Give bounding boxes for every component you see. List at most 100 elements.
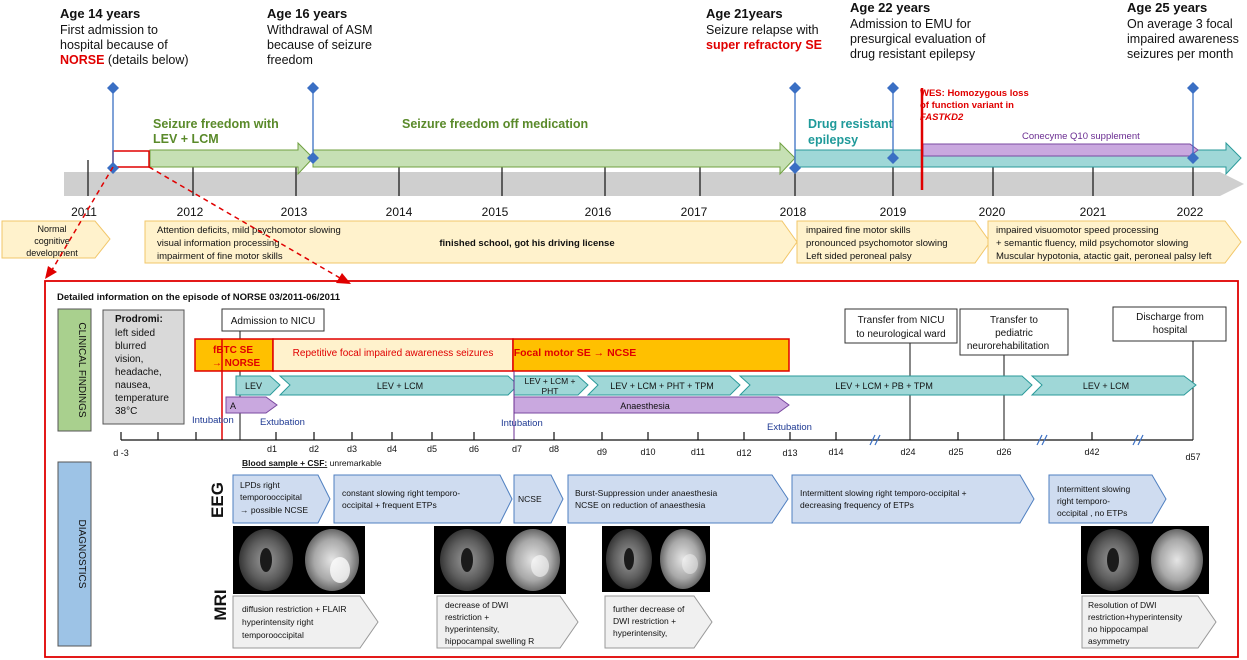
year-label: 2013 [281, 205, 308, 219]
discharge-label: hospital [1153, 325, 1187, 336]
mri-label: MRI [211, 589, 230, 620]
mri-box [232, 595, 379, 649]
seizure-freedom-lev-arrow [149, 141, 314, 176]
day-label: d57 [1185, 452, 1200, 462]
mri-text: restriction + [445, 612, 489, 622]
dev-text: Left sided peroneal palsy [806, 251, 912, 262]
eeg-label: EEG [208, 482, 227, 518]
year-labels: 2011 2012 2013 2014 2015 2016 2017 2018 … [71, 205, 1204, 219]
wes-note: WES: Homozygous loss of function variant… [920, 88, 1029, 123]
prodromi-title: Prodromi: [115, 314, 163, 325]
milestone-line-tail: (details below) [104, 53, 188, 67]
wes-line-text: of function variant in [920, 100, 1014, 111]
eeg-text: LPDs right [240, 480, 280, 490]
prodromi-line: temperature [115, 393, 169, 404]
mri-box [436, 595, 579, 649]
transfer-nicu-label: Transfer from NICU [858, 315, 945, 326]
med-label: PHT [542, 386, 559, 396]
milestone-age: Age 25 years [1127, 0, 1207, 15]
mri-set-4 [1081, 526, 1209, 594]
intubation-label: Intubation [501, 418, 543, 429]
eeg-box [513, 474, 564, 524]
milestone-line: seizures per month [1127, 47, 1233, 61]
eeg-text: right temporo- [1057, 496, 1110, 506]
milestone-line: freedom [267, 53, 313, 67]
diamond-icon [789, 82, 801, 94]
diagnostics-side-label: DIAGNOSTICS [76, 520, 87, 589]
ventricle-icon [1107, 548, 1119, 572]
med-arrow [278, 375, 519, 396]
seizure-freedom-off-arrow [312, 141, 796, 176]
norse-episode-box [112, 150, 150, 168]
milestone-line: NORSE (details below) [60, 53, 189, 67]
milestone-age-22: Age 22 years Admission to EMU for presur… [850, 0, 986, 61]
fbtc-label: → NORSE [212, 358, 261, 369]
eeg-box [791, 474, 1035, 524]
fbtc-label: fBTC SE [213, 345, 253, 356]
day-label: d8 [549, 444, 559, 454]
milestone-line: Withdrawal of ASM [267, 23, 373, 37]
day-label: d10 [640, 447, 655, 457]
milestone-age-16: Age 16 years Withdrawal of ASM because o… [267, 6, 373, 67]
mri-text: hippocampal swelling R [445, 636, 534, 646]
super-refractory-highlight: super refractory SE [706, 38, 822, 52]
year-label: 2016 [585, 205, 612, 219]
milestone-line: On average 3 focal [1127, 17, 1233, 31]
day-label: d1 [267, 444, 277, 454]
year-label: 2014 [386, 205, 413, 219]
eeg-text: occipital , no ETPs [1057, 508, 1127, 518]
prodromi-line: left sided [115, 328, 155, 339]
mri-text: temporooccipital [242, 630, 304, 640]
discharge-label: Discharge from [1136, 312, 1204, 323]
mri-text: restriction+hyperintensity [1088, 612, 1183, 622]
dev-text: impaired fine motor skills [806, 225, 911, 236]
lesion-icon [682, 554, 698, 574]
brain-scan-icon [660, 529, 706, 589]
coq10-arrow [922, 143, 1199, 157]
med-arrow [586, 375, 741, 396]
eeg-text: decreasing frequency of ETPs [800, 500, 914, 510]
milestone-age: Age 16 years [267, 6, 347, 21]
detail-title: Detailed information on the episode of N… [57, 292, 341, 303]
day-label: d3 [347, 444, 357, 454]
arrowhead-icon [336, 273, 351, 284]
blood-csf-bold: Blood sample + CSF: [242, 458, 327, 468]
milestone-age-25: Age 25 years On average 3 focal impaired… [1127, 0, 1239, 61]
anaesthesia-label: Anaesthesia [620, 401, 670, 411]
freedom-lev-label-1: Seizure freedom with [153, 117, 279, 131]
drug-resistant-label-2: epilepsy [808, 133, 858, 147]
year-label: 2020 [979, 205, 1006, 219]
milestone-line: Admission to EMU for [850, 17, 971, 31]
dev-text: impaired visuomotor speed processing [996, 225, 1159, 236]
fbtc-box [194, 338, 274, 372]
milestone-age-21: Age 21years Seizure relapse with super r… [706, 6, 822, 52]
day-label: d11 [691, 447, 705, 457]
med-arrow [1030, 375, 1197, 396]
anaesthesia-a-arrow [225, 396, 278, 414]
transfer-nicu-label: to neurological ward [856, 329, 946, 340]
dev-text: finished school, got his driving license [439, 238, 614, 249]
lesion-icon [531, 555, 549, 577]
prodromi-line: headache, [115, 367, 162, 378]
current-period-arrow [987, 220, 1242, 264]
diamond-icon [107, 82, 119, 94]
blood-csf-note: Blood sample + CSF: unremarkable [242, 458, 382, 468]
mri-set-1 [233, 526, 365, 594]
lesion-icon [330, 557, 350, 583]
eeg-text: → possible NCSE [240, 505, 308, 515]
anaesthesia-a-label: A [230, 401, 236, 411]
eeg-text: occipital + frequent ETPs [342, 500, 437, 510]
day-label: d2 [309, 444, 319, 454]
day-label: d14 [828, 447, 843, 457]
day-label: d -3 [113, 448, 129, 458]
eeg-text: Intermittent slowing right temporo-occip… [800, 488, 967, 498]
med-arrow [235, 375, 281, 396]
freedom-off-label: Seizure freedom off medication [402, 117, 588, 131]
med-label: LEV + LCM + PHT + TPM [610, 381, 713, 391]
freedom-lev-label-2: LEV + LCM [153, 132, 219, 146]
connector-dashed [148, 166, 341, 279]
extubation-label: Extubation [767, 422, 812, 433]
eeg-text: Intermittent slowing [1057, 484, 1130, 494]
milestone-line: impaired awareness [1127, 32, 1239, 46]
day-label: d9 [597, 447, 607, 457]
